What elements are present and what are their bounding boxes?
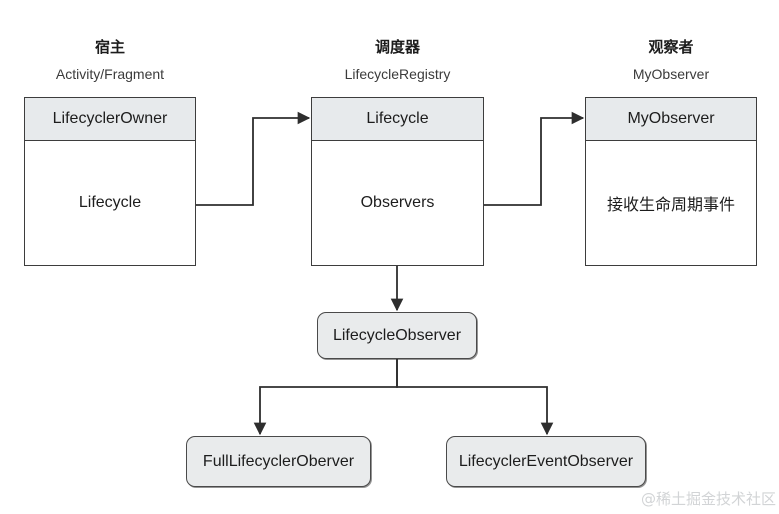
box-myobserver-body: 接收生命周期事件 — [586, 141, 756, 265]
box-lifecycler-owner[interactable]: LifecyclerOwner Lifecycle — [24, 97, 196, 266]
column-subtitle-observer: MyObserver — [632, 66, 710, 82]
column-title-dispatcher: 调度器 — [374, 39, 420, 56]
connector-lifecycle-to-myobserver — [484, 111, 585, 206]
box-lifecycler-owner-header: LifecyclerOwner — [25, 98, 195, 141]
connector-lifecycleobserver-to-event — [396, 359, 554, 436]
box-lifecycle[interactable]: Lifecycle Observers — [311, 97, 484, 266]
column-subtitle-host: Activity/Fragment — [55, 66, 165, 82]
column-title-host: 宿主 — [94, 39, 125, 56]
column-title-observer: 观察者 — [648, 39, 694, 56]
node-full-lifecycler-oberver[interactable]: FullLifecyclerOberver — [186, 436, 371, 487]
node-lifecycler-event-observer[interactable]: LifecyclerEventObserver — [446, 436, 646, 487]
box-lifecycle-body: Observers — [312, 141, 483, 265]
box-myobserver[interactable]: MyObserver 接收生命周期事件 — [585, 97, 757, 266]
watermark: @稀土掘金技术社区 — [641, 490, 777, 508]
connector-owner-to-lifecycle — [196, 111, 311, 206]
connector-lifecycleobserver-to-full — [253, 359, 398, 436]
box-lifecycler-owner-body: Lifecycle — [25, 141, 195, 265]
column-subtitle-dispatcher: LifecycleRegistry — [344, 66, 451, 82]
node-lifecycle-observer[interactable]: LifecycleObserver — [317, 312, 477, 359]
box-myobserver-header: MyObserver — [586, 98, 756, 141]
box-lifecycle-header: Lifecycle — [312, 98, 483, 141]
